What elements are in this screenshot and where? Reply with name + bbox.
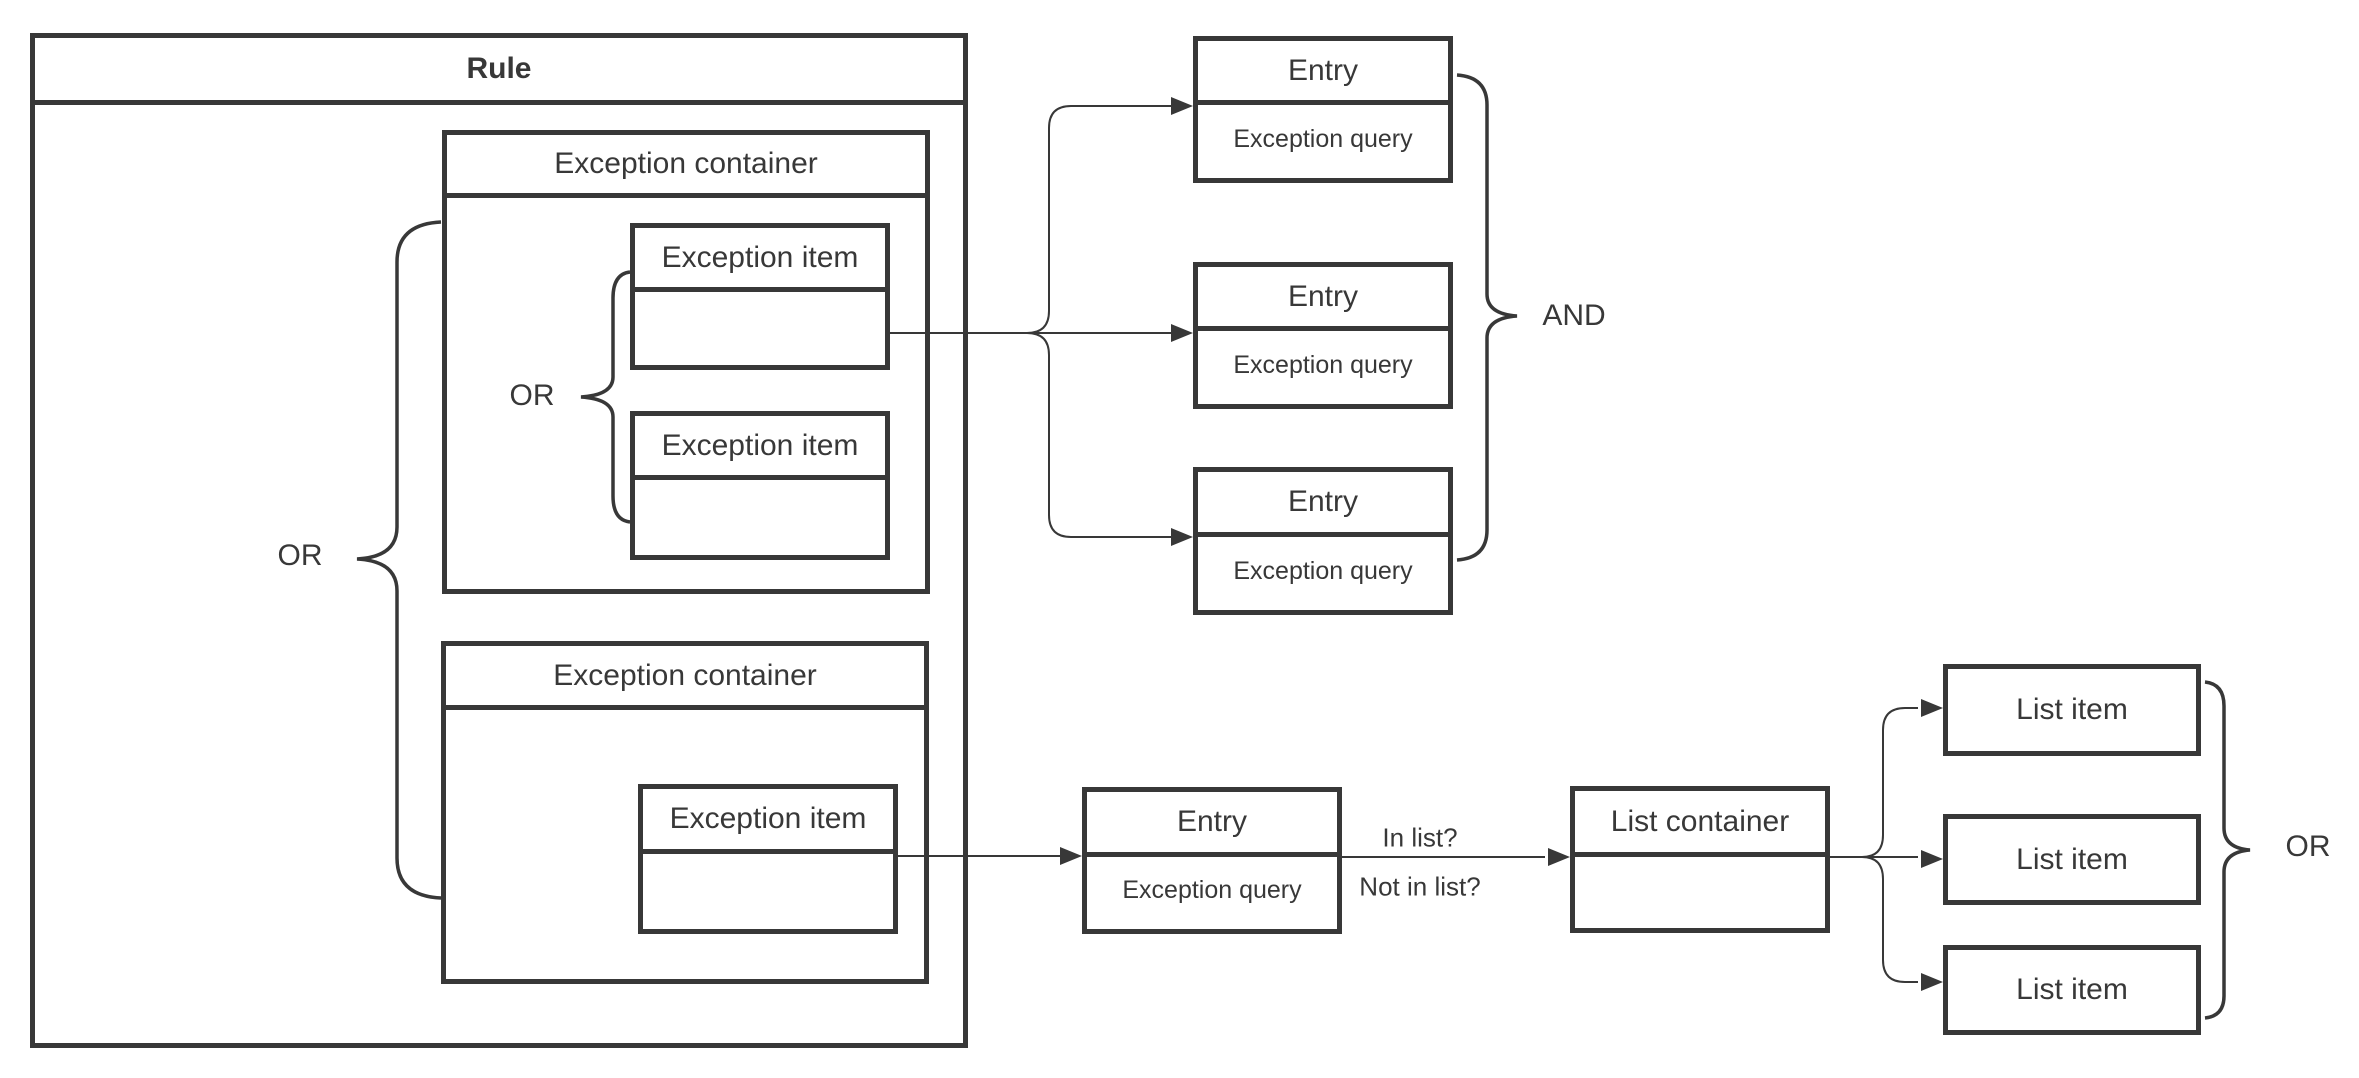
arrowhead-list-item-1 (1921, 699, 1943, 717)
list-item-3: List item (1943, 945, 2201, 1035)
connector-branch-down (1026, 332, 1173, 538)
arrowhead-entry-1 (1171, 97, 1193, 115)
arrowhead-entry-2 (1171, 324, 1193, 342)
arrowhead-entry-4 (1060, 847, 1082, 865)
brace-list-or (2204, 680, 2251, 1020)
list-item-2: List item (1943, 814, 2201, 905)
entry-box-3: Entry Exception query (1193, 467, 1453, 615)
entry-1-query: Exception query (1233, 124, 1413, 153)
entry-box-2: Entry Exception query (1193, 262, 1453, 409)
brace-and (1456, 73, 1518, 562)
arrowhead-entry-3 (1171, 528, 1193, 546)
inner-or-label: OR (509, 379, 555, 412)
and-label: AND (1542, 299, 1606, 332)
entry-4-title: Entry (1087, 792, 1337, 857)
connector-branch-up (1861, 707, 1918, 858)
list-or-label: OR (2285, 830, 2331, 863)
entry-2-query: Exception query (1233, 350, 1413, 379)
entry-4-query: Exception query (1122, 876, 1302, 904)
arrowhead-list-container (1548, 848, 1570, 866)
list-item-1-label: List item (2016, 693, 2128, 726)
brace-inner-or (580, 270, 631, 524)
entry-1-title: Entry (1198, 41, 1448, 105)
list-item-2-label: List item (2016, 842, 2128, 876)
outer-or-label: OR (277, 539, 323, 572)
list-container-box: List container (1570, 786, 1830, 933)
brace-outer-or (356, 220, 442, 900)
connector-branch-up (1026, 105, 1173, 334)
connector-item-to-entries (890, 97, 1193, 546)
exception-item-3: Exception item (638, 784, 898, 934)
exception-item-2: Exception item (630, 411, 890, 560)
exception-item-1-title: Exception item (635, 228, 885, 292)
connector-entry-to-list-container (1342, 848, 1570, 866)
exception-container-1: Exception container (442, 130, 930, 594)
list-container-title: List container (1575, 791, 1825, 857)
exception-item-1: Exception item (630, 223, 890, 370)
entry-2-title: Entry (1198, 267, 1448, 331)
connector-container-to-list-items (1830, 699, 1943, 991)
exception-item-3-title: Exception item (643, 789, 893, 854)
connector-item-to-entry (898, 847, 1082, 865)
entry-box-4: Entry Exception query (1082, 787, 1342, 934)
entry-box-1: Entry Exception query (1193, 36, 1453, 183)
exception-item-2-title: Exception item (635, 416, 885, 480)
connector-branch-down (1861, 856, 1918, 983)
entry-3-title: Entry (1198, 472, 1448, 537)
arrowhead-list-item-2 (1921, 850, 1943, 868)
entry-3-query: Exception query (1233, 556, 1413, 585)
arrowhead-list-item-3 (1921, 973, 1943, 991)
not-in-list-label: Not in list? (1359, 871, 1481, 902)
list-item-3-label: List item (2016, 973, 2128, 1006)
list-item-1: List item (1943, 664, 2201, 756)
rule-title: Rule (35, 38, 963, 105)
exception-container-2-title: Exception container (446, 646, 924, 710)
exception-container-2: Exception container (441, 641, 929, 984)
exception-container-1-title: Exception container (447, 135, 925, 198)
in-list-label: In list? (1382, 822, 1458, 853)
